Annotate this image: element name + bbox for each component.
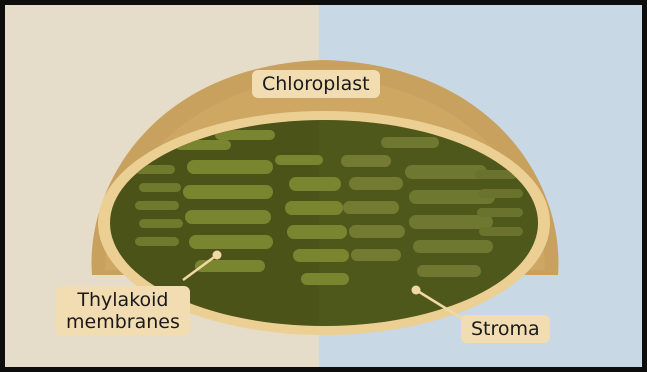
thylakoid-disc bbox=[287, 225, 347, 239]
thylakoid-disc bbox=[139, 183, 181, 192]
thylakoid-disc bbox=[477, 208, 523, 217]
chloroplast-label: Chloroplast bbox=[252, 70, 380, 98]
thylakoid-disc bbox=[301, 273, 349, 285]
thylakoid-disc bbox=[139, 219, 183, 228]
thylakoid-disc bbox=[417, 265, 481, 277]
thylakoid-disc bbox=[479, 189, 523, 198]
thylakoid-disc bbox=[351, 249, 401, 261]
thylakoid-disc bbox=[183, 185, 273, 199]
thylakoid-label-line1: Thylakoid bbox=[66, 289, 180, 311]
thylakoid-disc bbox=[413, 240, 493, 253]
thylakoid-label-line2: membranes bbox=[66, 311, 180, 333]
thylakoid-disc bbox=[135, 201, 179, 210]
thylakoid-disc bbox=[275, 155, 323, 165]
thylakoid-disc bbox=[195, 260, 265, 272]
thylakoid-disc bbox=[293, 249, 349, 262]
thylakoid-disc bbox=[185, 210, 271, 224]
thylakoid-disc bbox=[187, 160, 273, 174]
stroma-label: Stroma bbox=[461, 315, 550, 343]
thylakoid-disc bbox=[285, 201, 343, 215]
thylakoid-disc bbox=[349, 177, 403, 190]
thylakoid-disc bbox=[405, 165, 487, 179]
thylakoid-disc bbox=[189, 235, 273, 249]
thylakoid-disc bbox=[381, 137, 439, 148]
thylakoid-disc bbox=[479, 227, 523, 236]
thylakoid-membranes-label: Thylakoid membranes bbox=[56, 286, 190, 336]
thylakoid-disc bbox=[135, 237, 179, 246]
thylakoid-disc bbox=[409, 215, 493, 229]
thylakoid-disc bbox=[289, 177, 341, 191]
thylakoid-disc bbox=[341, 155, 391, 167]
thylakoid-disc bbox=[349, 225, 405, 238]
thylakoid-disc bbox=[343, 201, 399, 214]
